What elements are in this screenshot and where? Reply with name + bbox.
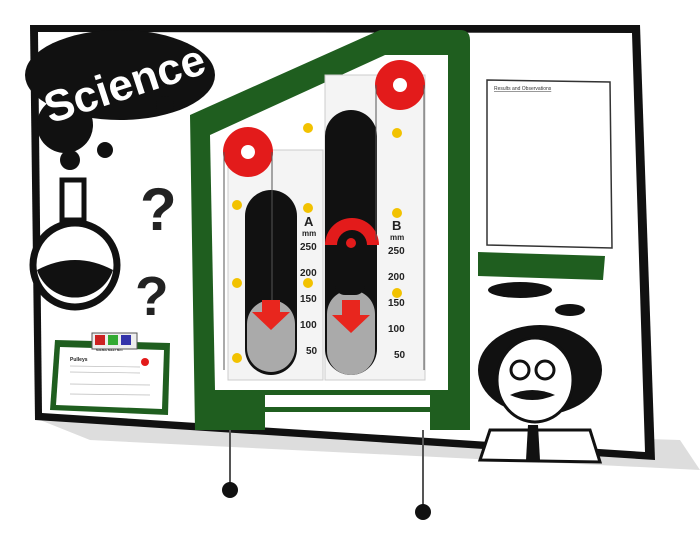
scale-a-tick: 250 bbox=[300, 242, 317, 253]
results-board: Results and Observations bbox=[486, 79, 613, 249]
pull-handles[interactable] bbox=[222, 430, 431, 520]
pulley-b[interactable] bbox=[375, 60, 425, 370]
scale-b-tick: 200 bbox=[388, 272, 405, 283]
info-card-heading: Pulleys bbox=[70, 357, 88, 363]
scale-b-letter: B bbox=[392, 218, 401, 233]
scale-b-tick: 250 bbox=[388, 246, 405, 257]
weight-b[interactable] bbox=[325, 110, 379, 375]
question-mark: ? bbox=[135, 265, 169, 327]
scale-a-tick: 200 bbox=[300, 268, 317, 279]
info-card: Pulleys SCIENCE SHEET NO.1 bbox=[50, 332, 170, 415]
scale-b-unit: mm bbox=[390, 233, 404, 242]
results-board-title: Results and Observations bbox=[494, 86, 552, 92]
scale-a-tick: 50 bbox=[306, 346, 318, 357]
scale-b-tick: 50 bbox=[394, 350, 406, 361]
shelf bbox=[478, 252, 605, 316]
science-title-cloud: Science bbox=[25, 30, 215, 170]
scale-a: A mm 250 200 150 100 50 bbox=[300, 214, 318, 357]
pulley-a[interactable] bbox=[223, 127, 273, 370]
info-card-badge: SCIENCE SHEET NO.1 bbox=[96, 349, 123, 352]
flask-icon bbox=[29, 177, 121, 311]
scale-b-tick: 150 bbox=[388, 298, 405, 309]
scale-b-tick: 100 bbox=[388, 324, 405, 335]
scale-a-unit: mm bbox=[302, 229, 316, 238]
weight-a[interactable] bbox=[245, 190, 297, 375]
question-mark: ? bbox=[140, 176, 177, 243]
scale-a-letter: A bbox=[304, 214, 314, 229]
bolts bbox=[232, 123, 402, 363]
scale-a-tick: 100 bbox=[300, 320, 317, 331]
scale-b: B mm 250 200 150 100 50 bbox=[388, 218, 406, 361]
scale-a-tick: 150 bbox=[300, 294, 317, 305]
scientist-illustration bbox=[477, 325, 603, 464]
